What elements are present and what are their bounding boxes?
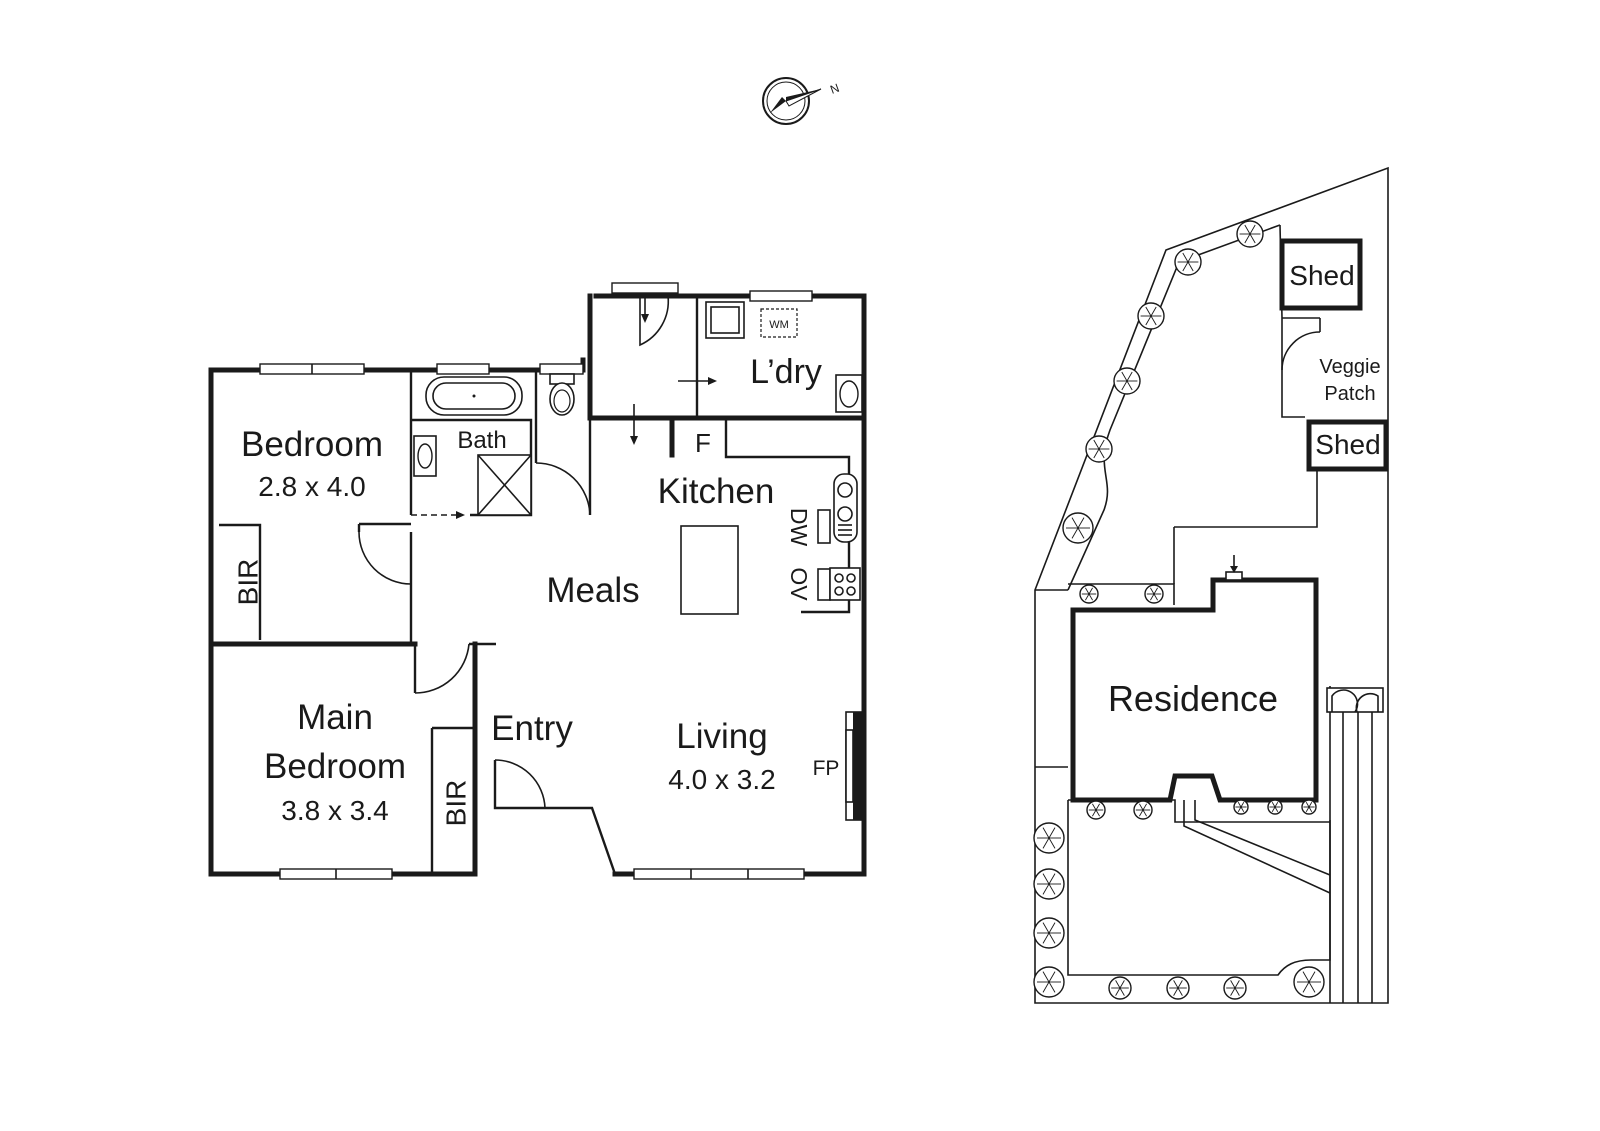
tree-icon bbox=[1301, 799, 1317, 815]
kitchen-island-icon bbox=[680, 525, 739, 615]
tree-icon bbox=[1079, 584, 1099, 604]
dw-label: DW bbox=[786, 508, 812, 547]
laundry-label: L’dry bbox=[750, 353, 822, 391]
tree-icon bbox=[1133, 800, 1153, 820]
kitchen-sink-icon bbox=[833, 473, 858, 543]
shed-1-outline bbox=[1279, 238, 1363, 311]
tree-icon bbox=[1223, 976, 1247, 1000]
tree-icon bbox=[1236, 220, 1264, 248]
bir-1-label: BIR bbox=[232, 559, 263, 606]
residence-label: Residence bbox=[1108, 678, 1278, 719]
house-labels: Bedroom 2.8 x 4.0 BIR Bath L’dry F Kitch… bbox=[232, 353, 839, 826]
windows bbox=[259, 282, 813, 880]
tree-icon bbox=[1233, 799, 1249, 815]
veggie-patch-label-line1: Veggie bbox=[1319, 356, 1380, 378]
kitchen-label: Kitchen bbox=[658, 472, 775, 511]
tree-icon bbox=[1086, 800, 1106, 820]
compass-north-label: N bbox=[828, 81, 841, 97]
tree-icon bbox=[1085, 435, 1113, 463]
fixtures: WM bbox=[413, 301, 865, 821]
laundry-basin-icon bbox=[835, 374, 863, 413]
tree-icon bbox=[1062, 512, 1094, 544]
shed-2-outline bbox=[1306, 419, 1389, 472]
tree-icon bbox=[1033, 822, 1065, 854]
tree-icon bbox=[1108, 976, 1132, 1000]
north-compass-icon: N bbox=[762, 77, 841, 125]
tree-icon bbox=[1144, 584, 1164, 604]
site-plan bbox=[1034, 166, 1389, 1004]
shed-2-label: Shed bbox=[1315, 429, 1380, 460]
cooktop-icon bbox=[829, 567, 861, 601]
main-bedroom-name-line2: Bedroom bbox=[264, 747, 406, 786]
tree-icon bbox=[1033, 868, 1065, 900]
entry-label: Entry bbox=[491, 709, 573, 748]
tree-icon bbox=[1267, 799, 1283, 815]
bedroom-size: 2.8 x 4.0 bbox=[258, 471, 365, 502]
tree-icon bbox=[1033, 917, 1065, 949]
gate-icon bbox=[1326, 687, 1384, 713]
wm-label: WM bbox=[769, 319, 789, 331]
site-labels: Residence Shed Shed Veggie Patch bbox=[1108, 260, 1381, 719]
tree-icon bbox=[1137, 302, 1165, 330]
tree-icon bbox=[1166, 976, 1190, 1000]
living-name: Living bbox=[676, 717, 767, 756]
ov-label: OV bbox=[786, 567, 812, 601]
oven-icon bbox=[817, 568, 831, 601]
toilet-icon bbox=[549, 373, 575, 416]
veggie-patch-label-line2: Patch bbox=[1324, 383, 1375, 405]
fp-label: FP bbox=[813, 757, 840, 780]
bedroom-name: Bedroom bbox=[241, 425, 383, 464]
main-bedroom-size: 3.8 x 3.4 bbox=[281, 795, 388, 826]
living-size: 4.0 x 3.2 bbox=[668, 764, 775, 795]
tree-icon bbox=[1113, 367, 1141, 395]
doors bbox=[358, 295, 717, 809]
dishwasher-icon bbox=[817, 509, 831, 544]
plant-icons bbox=[1033, 220, 1325, 1000]
meals-label: Meals bbox=[546, 571, 639, 610]
fireplace-icon bbox=[845, 711, 865, 821]
washing-machine-icon bbox=[760, 308, 798, 338]
laundry-tub-icon bbox=[705, 301, 745, 339]
vanity-basin-icon bbox=[413, 435, 437, 477]
main-bedroom-name-line1: Main bbox=[297, 698, 373, 737]
fridge-label: F bbox=[695, 428, 711, 458]
shed-1-label: Shed bbox=[1289, 260, 1354, 291]
bir-2-label: BIR bbox=[440, 780, 471, 827]
bath-label: Bath bbox=[457, 427, 506, 454]
tree-icon bbox=[1174, 248, 1202, 276]
tree-icon bbox=[1033, 966, 1065, 998]
tree-icon bbox=[1293, 966, 1325, 998]
